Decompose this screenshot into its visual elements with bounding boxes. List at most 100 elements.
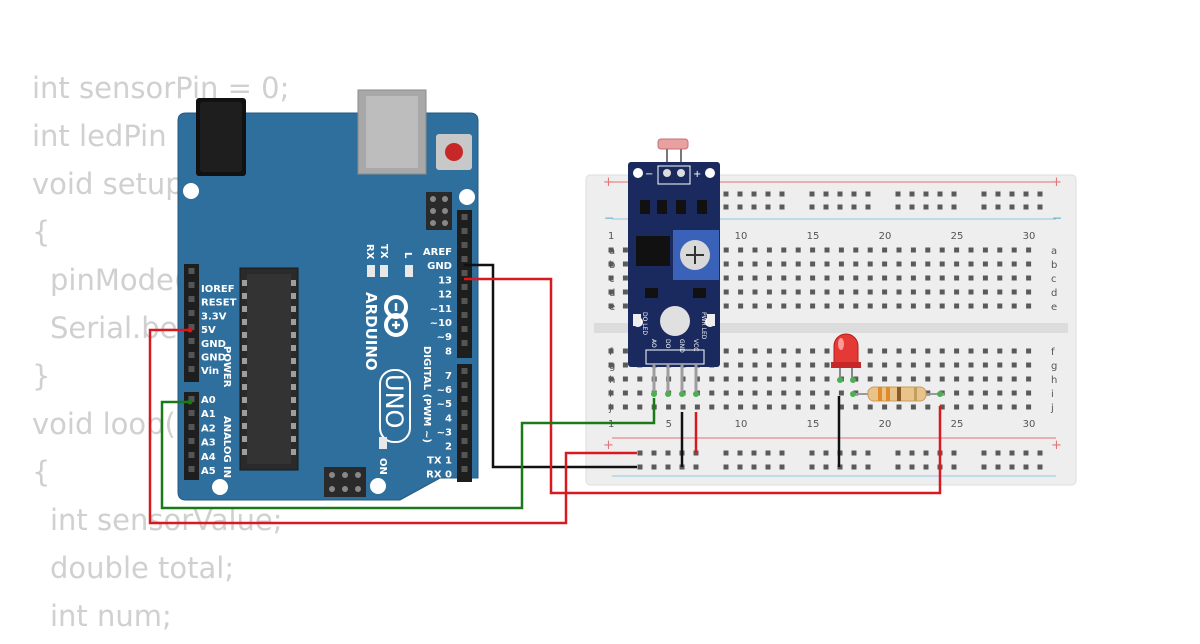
sensor-pin-label: VCC (692, 339, 699, 351)
breadboard-hole (1026, 247, 1032, 253)
column-number: 30 (1023, 419, 1036, 430)
breadboard-hole (882, 275, 888, 281)
breadboard-hole (1026, 404, 1032, 410)
breadboard-hole (968, 376, 974, 382)
power-pin-label: GND (201, 353, 226, 364)
breadboard-hole (910, 404, 916, 410)
row-label: c (1051, 274, 1057, 285)
row-label: a (1051, 246, 1057, 257)
rail-hole (723, 450, 729, 456)
breadboard-hole (766, 275, 772, 281)
breadboard-hole (795, 247, 801, 253)
rail-plus-label: + (1051, 175, 1062, 190)
digital-pin-label: ~11 (430, 304, 452, 315)
breadboard-hole (810, 376, 816, 382)
breadboard-hole (853, 404, 859, 410)
breadboard-hole (982, 289, 988, 295)
rail-hole (751, 191, 757, 197)
breadboard-hole (766, 362, 772, 368)
breadboard-hole (997, 247, 1003, 253)
breadboard-hole (982, 404, 988, 410)
rail-hole (823, 204, 829, 210)
breadboard-hole (637, 404, 643, 410)
breadboard-hole (766, 390, 772, 396)
breadboard-hole (968, 362, 974, 368)
breadboard-hole (752, 247, 758, 253)
wire-5v (148, 328, 637, 525)
analog-header (184, 392, 199, 480)
breadboard-hole (723, 275, 729, 281)
row-label: b (609, 260, 615, 271)
breadboard-hole (608, 404, 614, 410)
breadboard-hole (1011, 247, 1017, 253)
breadboard-hole (810, 348, 816, 354)
breadboard-hole (853, 289, 859, 295)
rail-plus-label: + (603, 438, 614, 453)
breadboard-hole (824, 303, 830, 309)
arduino-logo: ARDUINO UNO (362, 292, 411, 443)
breadboard-hole (824, 404, 830, 410)
breadboard-hole (838, 261, 844, 267)
rail-hole (1009, 191, 1015, 197)
breadboard-hole (968, 348, 974, 354)
rail-hole (951, 204, 957, 210)
breadboard-hole (795, 261, 801, 267)
breadboard-hole (867, 362, 873, 368)
breadboard-hole (1011, 289, 1017, 295)
smd-component (645, 288, 658, 298)
breadboard-hole (954, 390, 960, 396)
breadboard-hole (939, 247, 945, 253)
breadboard-hole (954, 289, 960, 295)
breadboard-hole (939, 303, 945, 309)
digital-pin-label: 2 (445, 442, 452, 453)
rx-led (380, 265, 388, 277)
column-number: 25 (951, 419, 964, 430)
digital-pin-label: 4 (445, 413, 452, 424)
breadboard-hole (795, 348, 801, 354)
rail-hole (937, 191, 943, 197)
breadboard-hole (910, 247, 916, 253)
breadboard-hole (738, 247, 744, 253)
breadboard-hole (680, 404, 686, 410)
breadboard-hole (982, 390, 988, 396)
rail-hole (1037, 191, 1043, 197)
comparator-chip (636, 236, 670, 266)
uno-badge (379, 369, 411, 443)
breadboard-hole (723, 348, 729, 354)
mounting-hole (459, 189, 475, 205)
breadboard-hole (622, 247, 628, 253)
circuit-diagram: + + + + − − aabbccddeeffgghhiijj11551010… (148, 89, 1077, 525)
breadboard-hole (738, 303, 744, 309)
breadboard-hole (882, 404, 888, 410)
breadboard-hole (1011, 261, 1017, 267)
mounting-hole (212, 479, 228, 495)
rail-hole (823, 450, 829, 456)
rail-hole (865, 191, 871, 197)
breadboard-hole (622, 348, 628, 354)
ldr-pad (663, 169, 671, 177)
breadboard-hole (896, 275, 902, 281)
breadboard-hole (982, 261, 988, 267)
rail-hole (765, 464, 771, 470)
resistor (853, 386, 944, 402)
pwr-led (707, 314, 715, 326)
resistor-band (886, 387, 890, 401)
wire-pin13 (464, 277, 942, 495)
breadboard-hole (896, 348, 902, 354)
breadboard-hole (1011, 303, 1017, 309)
rail-hole (895, 464, 901, 470)
breadboard-hole (838, 303, 844, 309)
model-label: UNO (380, 374, 408, 428)
breadboard-hole (838, 247, 844, 253)
analog-pin-label: A5 (201, 466, 216, 477)
analog-pin-label: A3 (201, 438, 216, 449)
breadboard-hole (968, 247, 974, 253)
column-number: 20 (879, 231, 892, 242)
rail-hole (923, 191, 929, 197)
column-number: 1 (608, 419, 614, 430)
rail-hole (909, 464, 915, 470)
code-line: { (32, 455, 51, 489)
breadboard-hole (781, 390, 787, 396)
breadboard-hole (723, 376, 729, 382)
